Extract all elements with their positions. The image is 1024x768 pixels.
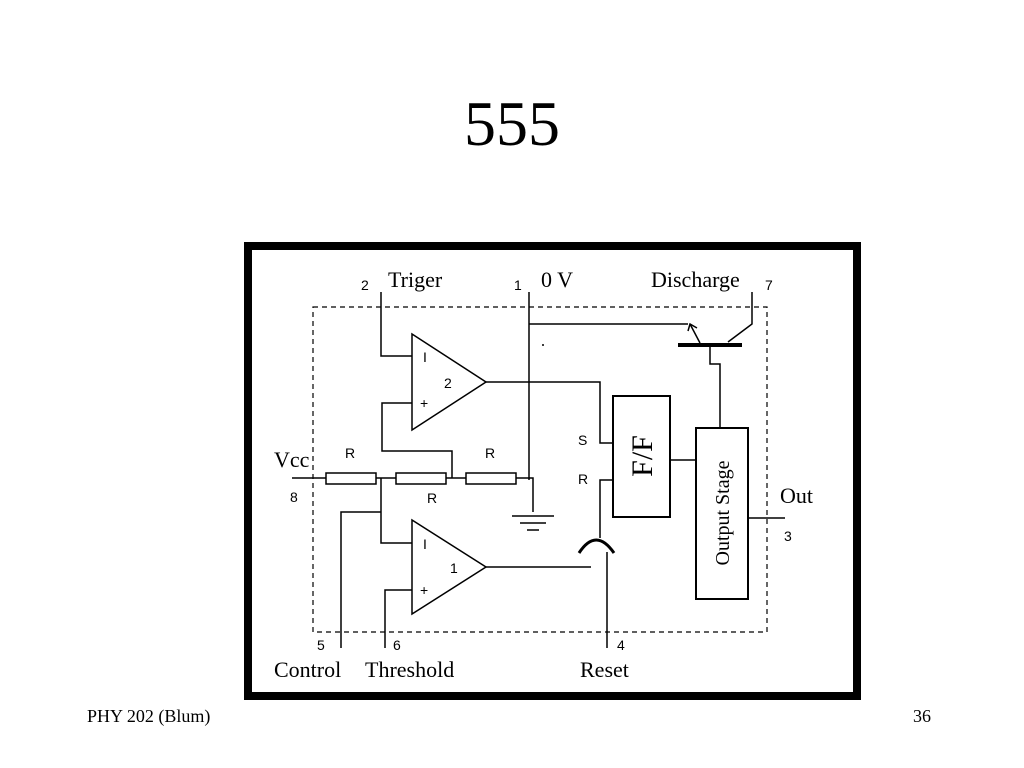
resistor-2-label: R — [427, 490, 437, 506]
output-stage-box — [695, 427, 749, 600]
control-label: Control — [274, 657, 341, 682]
ground-icon — [512, 515, 554, 531]
comparator-bottom-plus: + — [420, 582, 428, 598]
resistor-2 — [395, 472, 447, 485]
resistor-1-label: R — [345, 445, 355, 461]
comparator-top-minus: I — [423, 349, 427, 365]
emitter-arrow-icon — [687, 322, 698, 332]
comparator-bottom — [411, 518, 488, 616]
flipflop-box — [612, 395, 671, 518]
slide-title: 555 — [464, 88, 560, 159]
comparator-top-plus: + — [420, 395, 428, 411]
out-label: Out — [780, 483, 813, 508]
diagram-frame — [244, 242, 861, 700]
comparator-bottom-number: 1 — [450, 560, 458, 576]
threshold-label: Threshold — [365, 657, 454, 682]
discharge-pin-number: 7 — [765, 277, 773, 293]
threshold-pin-number: 6 — [393, 637, 401, 653]
dot-mark — [542, 344, 544, 346]
reset-pin-number: 4 — [617, 637, 625, 653]
ground-label: 0 V — [541, 267, 573, 292]
comparator-top-number: 2 — [444, 375, 452, 391]
flipflop-set-label: S — [578, 432, 587, 448]
vcc-pin-number: 8 — [290, 489, 298, 505]
comparator-top — [411, 332, 488, 432]
trigger-pin-number: 2 — [361, 277, 369, 293]
output-stage-label: Output Stage — [712, 460, 734, 565]
control-pin-number: 5 — [317, 637, 325, 653]
flipflop-label: F/F — [626, 435, 659, 477]
ground-pin-number: 1 — [514, 277, 522, 293]
ic-boundary — [312, 306, 768, 633]
vcc-label: Vcc — [274, 447, 310, 472]
out-pin-number: 3 — [784, 528, 792, 544]
flipflop-reset-label: R — [578, 471, 588, 487]
comparator-bottom-minus: I — [423, 536, 427, 552]
discharge-label: Discharge — [651, 267, 740, 292]
resistor-3 — [465, 472, 517, 485]
resistor-1 — [325, 472, 377, 485]
wiring — [292, 292, 785, 648]
reset-label: Reset — [580, 657, 629, 682]
footer-course: PHY 202 (Blum) — [87, 706, 211, 726]
footer-page-number: 36 — [913, 706, 931, 726]
resistor-3-label: R — [485, 445, 495, 461]
trigger-label: Triger — [388, 267, 443, 292]
